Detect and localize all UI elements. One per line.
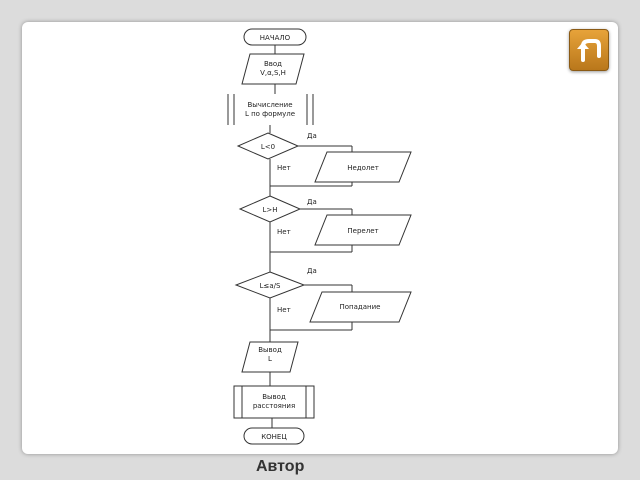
decision-3-yes: Да [307,267,317,275]
decision-1 [236,132,300,160]
slide [22,22,618,454]
output-l-text-2: L [268,355,272,363]
decision-2-no: Нет [277,228,291,236]
decision-2-yes: Да [307,198,317,206]
output-undershoot-text: Недолет [347,164,379,172]
decision-3-no: Нет [277,306,291,314]
compute-text-1: Вычисление [247,101,292,109]
decision-2-text: L>H [262,206,277,214]
output-distance [233,385,315,419]
return-arrow-icon [577,39,601,62]
input-text-2: V,α,S,H [260,69,286,77]
output-undershoot [314,151,412,183]
output-l-text-1: Вывод [258,346,282,354]
decision-3-text: L≤a/S [260,282,281,290]
decision-1-no: Нет [277,164,291,172]
compute-text-2: L по формуле [245,110,295,118]
output-distance-text-2: расстояния [253,402,295,410]
author-label: Автор [256,458,305,475]
return-button[interactable] [569,29,609,71]
output-hit [309,291,412,323]
input-block [241,53,305,85]
output-overshoot [314,214,412,246]
end-text: КОНЕЦ [261,433,287,441]
output-distance-text-1: Вывод [262,393,286,401]
start-text: НАЧАЛО [260,34,291,42]
output-l [241,341,299,373]
end-terminal [243,427,305,445]
output-overshoot-text: Перелет [347,227,378,235]
decision-1-yes: Да [307,132,317,140]
output-hit-text: Попадание [340,303,381,311]
input-text-1: Ввод [264,60,282,68]
decision-1-text: L<0 [261,143,275,151]
